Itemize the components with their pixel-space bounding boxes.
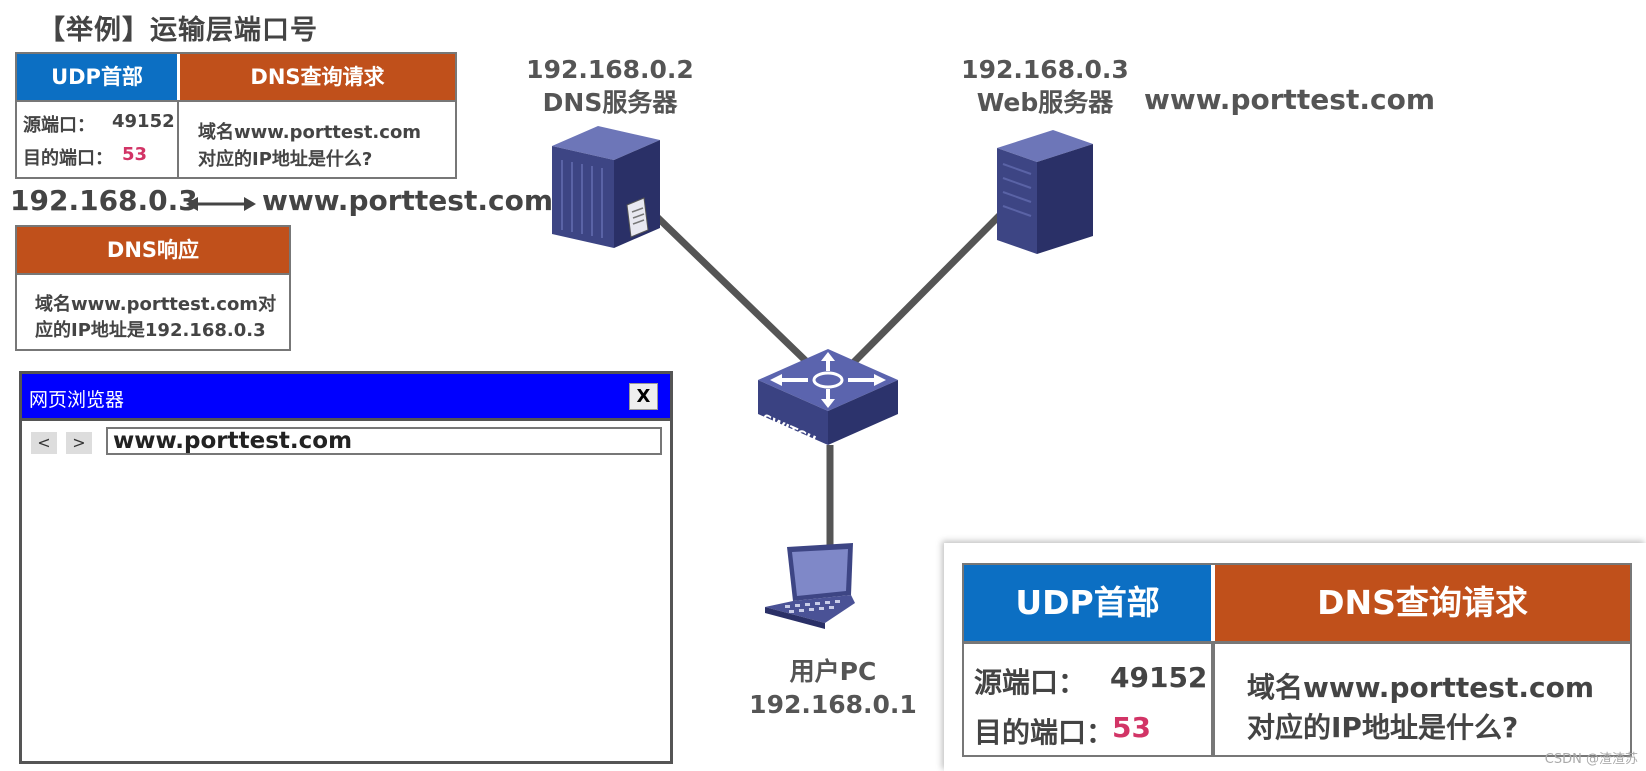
watermark: CSDN @渣渣苏: [1544, 752, 1638, 767]
response-divider: [17, 273, 289, 275]
small-query-line1: 域名www.porttest.com: [198, 122, 422, 143]
url-input[interactable]: www.porttest.com: [106, 427, 662, 455]
small-dst-port-label: 目的端口：: [23, 148, 113, 169]
mapping-ip: 192.168.0.3: [10, 184, 198, 217]
dns-response-line1: 域名www.porttest.com对: [35, 294, 277, 315]
big-query-line1: 域名www.porttest.com: [1247, 671, 1594, 704]
dns-response-line2: 应的IP地址是192.168.0.3: [35, 320, 266, 341]
user-pc-ip: 192.168.0.1: [749, 690, 917, 719]
back-button[interactable]: <: [31, 432, 57, 454]
small-column-divider: [177, 100, 179, 177]
big-dns-query-label: DNS查询请求: [1215, 565, 1630, 641]
big-header-divider: [964, 641, 1630, 644]
browser-window: 网页浏览器 X < > www.porttest.com: [19, 371, 673, 764]
small-udp-header-label: UDP首部: [17, 54, 177, 100]
browser-titlebar: 网页浏览器 X: [22, 374, 670, 418]
big-udp-header-label: UDP首部: [964, 565, 1211, 641]
big-query-line2: 对应的IP地址是什么?: [1247, 711, 1519, 744]
web-server-icon: [997, 130, 1093, 254]
big-src-port-label: 源端口：: [974, 666, 1087, 699]
laptop-icon: [765, 543, 855, 629]
big-dst-port-label: 目的端口：: [974, 716, 1115, 749]
small-src-port-label: 源端口：: [23, 115, 95, 136]
double-arrow-icon: [186, 197, 256, 211]
small-dns-request-packet: UDP首部 DNS查询请求 源端口： 49152 目的端口： 53 域名www.…: [15, 52, 457, 179]
dns-response-header: DNS响应: [17, 227, 289, 273]
link-dns-switch: [652, 212, 811, 366]
close-button[interactable]: X: [629, 383, 658, 410]
zoomed-packet-panel: UDP首部 DNS查询请求 源端口： 49152 目的端口： 53 域名www.…: [944, 543, 1646, 771]
dns-response-packet: DNS响应 域名www.porttest.com对 应的IP地址是192.168…: [15, 225, 291, 351]
small-dst-port-value: 53: [122, 144, 148, 165]
web-server-ip: 192.168.0.3: [961, 55, 1129, 84]
mapping-domain: www.porttest.com: [262, 184, 553, 217]
big-column-divider: [1211, 641, 1215, 755]
browser-title: 网页浏览器: [29, 389, 125, 411]
big-dns-request-packet: UDP首部 DNS查询请求 源端口： 49152 目的端口： 53 域名www.…: [962, 563, 1632, 757]
small-src-port-value: 49152: [112, 111, 175, 132]
dns-server-ip: 192.168.0.2: [526, 55, 694, 84]
small-header-divider: [17, 100, 455, 102]
dns-server-name: DNS服务器: [542, 88, 678, 117]
user-pc-name: 用户PC: [789, 657, 877, 686]
web-server-domain: www.porttest.com: [1144, 83, 1435, 116]
big-src-port-value: 49152: [1110, 661, 1208, 694]
small-dns-query-label: DNS查询请求: [180, 54, 455, 100]
dns-server-icon: [552, 126, 660, 248]
forward-button[interactable]: >: [66, 432, 92, 454]
switch-icon: [758, 349, 898, 445]
link-web-switch: [850, 212, 1003, 366]
web-server-name: Web服务器: [976, 88, 1114, 117]
small-query-line2: 对应的IP地址是什么?: [198, 149, 373, 170]
browser-divider: [22, 418, 670, 421]
page-title: 【举例】运输层端口号: [38, 15, 318, 46]
big-dst-port-value: 53: [1112, 711, 1151, 744]
